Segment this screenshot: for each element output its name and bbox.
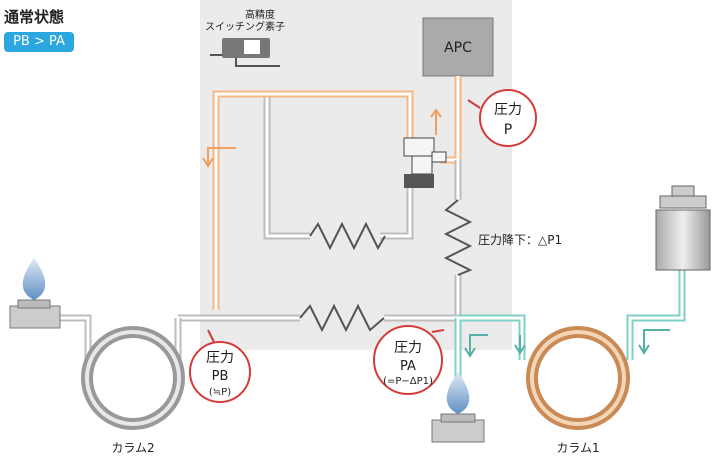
flow-arrow-cyan-3 <box>638 329 670 355</box>
switching-valve-icon <box>403 137 447 188</box>
restrictor-coil-vertical <box>443 199 473 276</box>
restrictor-label: 圧力降下：△P1 <box>478 233 562 247</box>
bubble-pa-line2: PA <box>400 359 416 374</box>
pressure-condition-badge: PB > PA <box>4 32 74 52</box>
flow-arrow-orange-1 <box>202 147 236 168</box>
restrictor-coil-inner <box>309 221 386 251</box>
switching-element-icon <box>210 38 280 67</box>
bubble-pb-line2: PB <box>212 369 229 384</box>
switch-label-line1: 高精度 <box>245 8 275 21</box>
cyan-pipe-right <box>626 268 686 360</box>
pressure-pa-bubble: 圧力 PA (=P−ΔP1) <box>373 325 445 395</box>
flow-arrow-orange-2 <box>430 108 442 135</box>
bottom-droplet-icon <box>431 372 485 443</box>
bubble-p-line1: 圧力 <box>494 102 522 118</box>
apc-label: APC <box>444 40 472 56</box>
pressure-p-bubble: 圧力 P <box>467 89 537 147</box>
bubble-pb-line3: (≒P) <box>209 387 231 398</box>
bubble-p-line2: P <box>504 122 512 138</box>
column1-label: カラム1 <box>556 441 599 455</box>
restrictor-coil-horizontal <box>299 303 385 333</box>
left-droplet-icon <box>9 258 61 329</box>
reservoir-cylinder-icon <box>655 185 711 271</box>
page-title: 通常状態 <box>4 8 65 26</box>
bubble-pa-line3: (=P−ΔP1) <box>383 376 433 387</box>
column2-label: カラム2 <box>111 441 154 455</box>
bubble-pb-line1: 圧力 <box>206 350 234 366</box>
flow-arrow-cyan-1 <box>464 334 488 358</box>
switch-label-line2: スイッチング素子 <box>205 20 285 33</box>
bubble-pa-line1: 圧力 <box>394 340 422 356</box>
pressure-pb-bubble: 圧力 PB (≒P) <box>189 329 251 403</box>
flow-arrow-cyan-2 <box>514 335 526 355</box>
